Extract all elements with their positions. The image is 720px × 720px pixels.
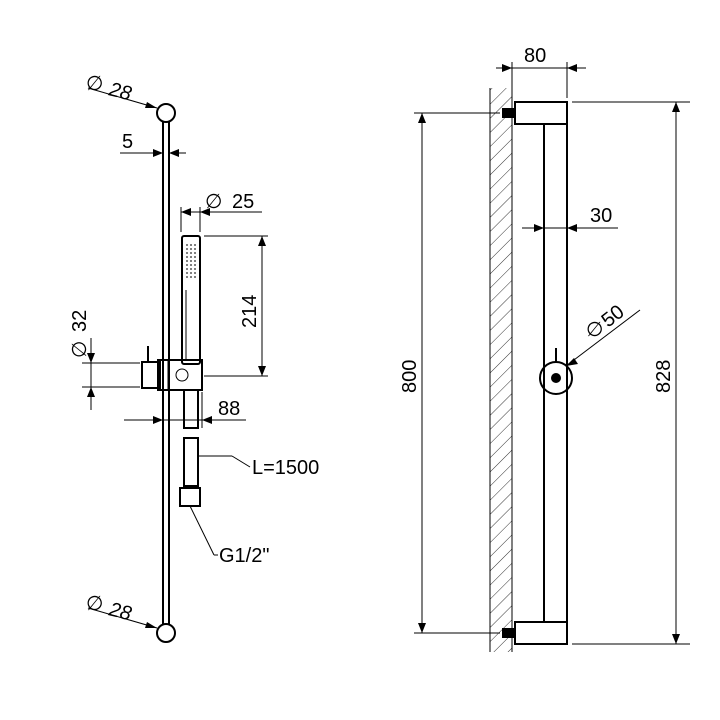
- hose-length-label: L=1500: [252, 457, 319, 479]
- dim-holder-diameter-right: ∅ 50: [565, 301, 641, 367]
- right-view: 80 30 ∅ 50 800: [399, 45, 690, 652]
- handset-length-label: 214: [239, 295, 261, 328]
- diameter-symbol: ∅: [86, 73, 103, 95]
- wall-section: [489, 88, 513, 652]
- connection-label: G1/2": [219, 545, 269, 567]
- hand-shower: [181, 235, 201, 365]
- dim-holder-projection: 88: [124, 392, 246, 428]
- dim-handset-diameter: ∅ 25: [180, 191, 262, 232]
- dim-bottom-bracket-diameter: ∅ 28: [86, 593, 158, 629]
- diameter-symbol: ∅: [586, 319, 603, 341]
- bottom-bracket-dia-label: 28: [106, 598, 134, 625]
- right-bottom-bracket: [502, 621, 568, 645]
- dim-handset-length: 214: [204, 235, 268, 377]
- diameter-symbol: ∅: [69, 341, 91, 358]
- top-wall-bracket: [156, 103, 176, 123]
- bar-width-label: 30: [590, 205, 612, 227]
- top-bracket-dia-label: 28: [106, 78, 134, 105]
- left-view: ∅ 28 5: [69, 73, 319, 643]
- bar-thickness-label: 5: [122, 131, 133, 153]
- hose: [179, 389, 201, 507]
- handset-dia-label: 25: [232, 191, 254, 213]
- dim-top-bracket-diameter: ∅ 28: [86, 73, 158, 109]
- dim-depth: 80: [496, 45, 586, 98]
- right-holder: [539, 348, 573, 395]
- diameter-symbol: ∅: [205, 191, 222, 213]
- dim-bar-width: 30: [522, 205, 618, 232]
- dim-holder-diameter: ∅ 32: [69, 310, 140, 410]
- shower-holder: [141, 346, 203, 391]
- dim-bracket-spacing: 800: [399, 112, 500, 634]
- dim-bar-thickness: 5: [120, 131, 186, 157]
- bottom-wall-bracket: [156, 623, 176, 643]
- dim-connection: G1/2": [189, 505, 269, 567]
- depth-label: 80: [524, 45, 546, 67]
- overall-length-label: 828: [653, 360, 675, 393]
- right-top-bracket: [502, 101, 568, 125]
- holder-dia-label: 32: [69, 310, 91, 332]
- bracket-spacing-label: 800: [399, 360, 421, 393]
- holder-projection-label: 88: [218, 398, 240, 420]
- dim-overall-length: 828: [572, 101, 690, 645]
- dim-hose-length: L=1500: [198, 455, 319, 479]
- diameter-symbol: ∅: [86, 593, 103, 615]
